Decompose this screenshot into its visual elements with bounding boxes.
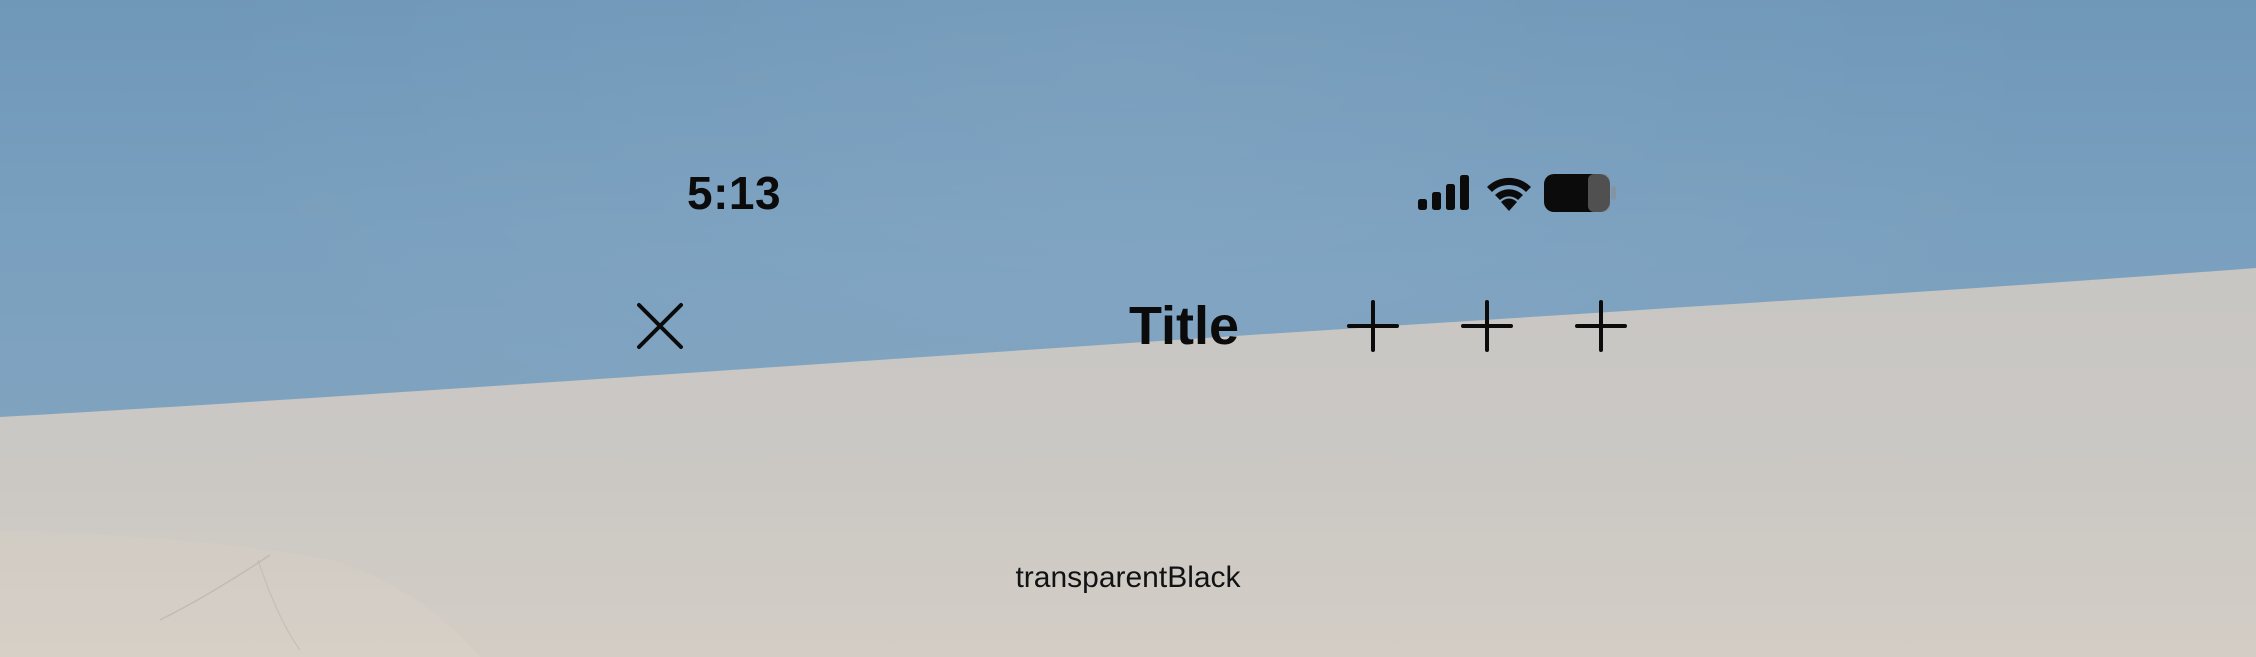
nav-title: Title [1128, 296, 1240, 356]
close-icon [637, 303, 683, 349]
status-time: 5:13 [687, 167, 782, 219]
add-button-2[interactable] [1456, 295, 1518, 357]
status-bar: 5:13 [640, 150, 1620, 240]
status-icons [1418, 170, 1618, 220]
cellular-signal-icon [1418, 175, 1469, 210]
plus-icon [1347, 300, 1399, 352]
add-button-1[interactable] [1342, 295, 1404, 357]
wifi-icon [1487, 177, 1531, 211]
battery-icon [1544, 174, 1616, 212]
style-caption: transparentBlack [1015, 561, 1241, 594]
navigation-bar: Title [620, 280, 1640, 370]
plus-icon [1461, 300, 1513, 352]
plus-icon [1575, 300, 1627, 352]
close-button[interactable] [629, 295, 691, 357]
nav-actions [1342, 295, 1642, 357]
add-button-3[interactable] [1570, 295, 1632, 357]
